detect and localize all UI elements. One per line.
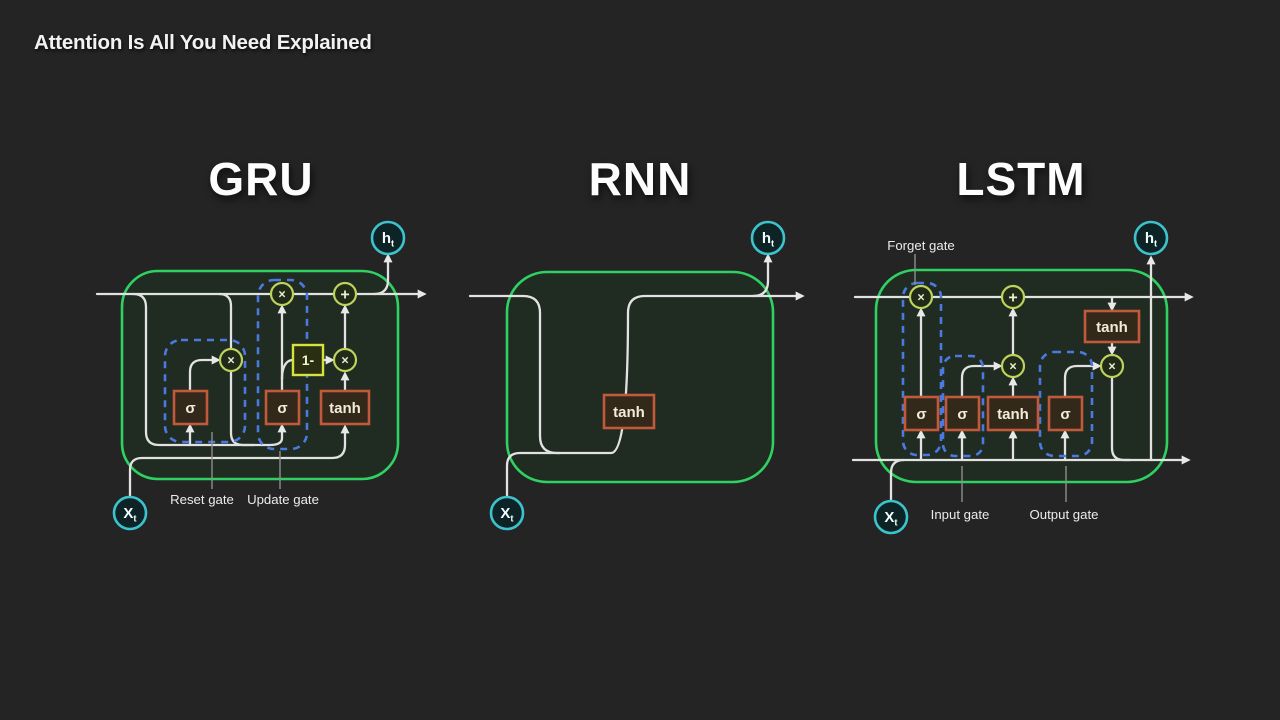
- svg-text:tanh: tanh: [613, 404, 645, 421]
- gru-input-line: [128, 424, 350, 499]
- svg-text:σ: σ: [277, 400, 287, 417]
- lstm-forget-sigma-node: σ: [903, 395, 940, 432]
- gru-heading: GRU: [208, 153, 314, 205]
- gru-reset-sigma-node: σ: [172, 389, 209, 426]
- gru-tanh-node: tanh: [319, 389, 371, 426]
- svg-text:σ: σ: [957, 406, 967, 423]
- svg-text:×: ×: [341, 354, 348, 368]
- svg-text:σ: σ: [185, 400, 195, 417]
- svg-text:×: ×: [1108, 360, 1115, 374]
- gru-reset-to-multiply-line: [188, 355, 221, 393]
- lstm-output-multiply-down-line: [1110, 375, 1132, 462]
- gru-hidden-branch-line: [131, 292, 287, 447]
- gru-add-op: +: [332, 281, 358, 307]
- svg-text:Xt: Xt: [123, 505, 137, 525]
- lstm-heading: LSTM: [956, 153, 1086, 205]
- gru-output-branch-line: [372, 253, 393, 296]
- lstm-forget-multiply-op: ×: [908, 284, 934, 310]
- svg-text:1-: 1-: [302, 352, 315, 368]
- gru-cell-body: [120, 269, 400, 481]
- rnn-output-branch-line: [751, 253, 773, 298]
- lstm-add-op: +: [1000, 284, 1026, 310]
- gru-reset-gate-outline: [163, 338, 247, 444]
- gru-one-minus-node: 1-: [291, 343, 325, 377]
- lstm-forget-gate-outline: [901, 281, 943, 457]
- svg-text:σ: σ: [1060, 406, 1070, 423]
- lstm-input-to-multiply-line: [960, 361, 1003, 399]
- rnn-heading: RNN: [588, 153, 692, 205]
- lstm-candidate-tanh-node: tanh: [986, 395, 1040, 432]
- svg-text:ht: ht: [762, 230, 775, 250]
- rnn-input-xt-node: Xt: [489, 495, 525, 531]
- lstm-output-gate-outline: [1038, 350, 1094, 458]
- slide-title: Attention Is All You Need Explained: [34, 31, 372, 54]
- gru-reset-output-line: [217, 292, 256, 447]
- gru-update-multiply-op: ×: [269, 281, 295, 307]
- svg-text:ht: ht: [1145, 230, 1158, 250]
- lstm-diagram: σ σ tanh σ tanh × + × ×: [851, 220, 1194, 535]
- rnn-diagram: tanh Xt ht: [468, 220, 805, 531]
- svg-text:×: ×: [278, 288, 285, 302]
- svg-text:tanh: tanh: [1096, 319, 1128, 336]
- lstm-forget-gate-label: Forget gate: [887, 238, 954, 253]
- lstm-input-line: [889, 458, 906, 503]
- rnn-tanh-node: tanh: [602, 393, 656, 430]
- svg-text:×: ×: [1009, 360, 1016, 374]
- rnn-input-line: [505, 451, 562, 499]
- lstm-output-ht-node: ht: [1133, 220, 1169, 256]
- svg-text:+: +: [340, 287, 349, 304]
- svg-text:tanh: tanh: [997, 406, 1029, 423]
- gru-reset-gate-label: Reset gate: [170, 492, 234, 507]
- svg-text:ht: ht: [382, 230, 395, 250]
- rnn-output-ht-node: ht: [750, 220, 786, 256]
- gru-reset-multiply-op: ×: [218, 347, 244, 373]
- svg-text:Xt: Xt: [884, 509, 898, 529]
- lstm-input-xt-node: Xt: [873, 499, 909, 535]
- rnn-cell-body: [505, 270, 775, 484]
- lstm-output-sigma-node: σ: [1047, 395, 1084, 432]
- lstm-input-gate-label: Input gate: [931, 507, 990, 522]
- gru-one-minus-branch-line: [280, 358, 295, 381]
- svg-text:+: +: [1008, 290, 1017, 307]
- lstm-output-sigma-to-multiply-line: [1063, 361, 1102, 399]
- svg-text:σ: σ: [916, 406, 926, 423]
- svg-text:×: ×: [227, 354, 234, 368]
- lstm-output-tanh-node: tanh: [1083, 309, 1141, 344]
- gru-update-gate-label: Update gate: [247, 492, 319, 507]
- svg-text:×: ×: [917, 291, 924, 305]
- lstm-output-multiply-op: ×: [1099, 353, 1125, 379]
- lstm-input-multiply-op: ×: [1000, 353, 1026, 379]
- rnn-recurrent-line: [468, 291, 805, 455]
- svg-text:Xt: Xt: [500, 505, 514, 525]
- gru-update-sigma-node: σ: [264, 389, 301, 426]
- gru-diagram: σ σ tanh 1- × + × × Reset gate Update ga…: [95, 220, 427, 531]
- lstm-input-sigma-node: σ: [944, 395, 981, 432]
- gru-input-xt-node: Xt: [112, 495, 148, 531]
- lstm-output-gate-label: Output gate: [1030, 507, 1099, 522]
- svg-text:tanh: tanh: [329, 400, 361, 417]
- gru-candidate-multiply-op: ×: [332, 347, 358, 373]
- gru-output-ht-node: ht: [370, 220, 406, 256]
